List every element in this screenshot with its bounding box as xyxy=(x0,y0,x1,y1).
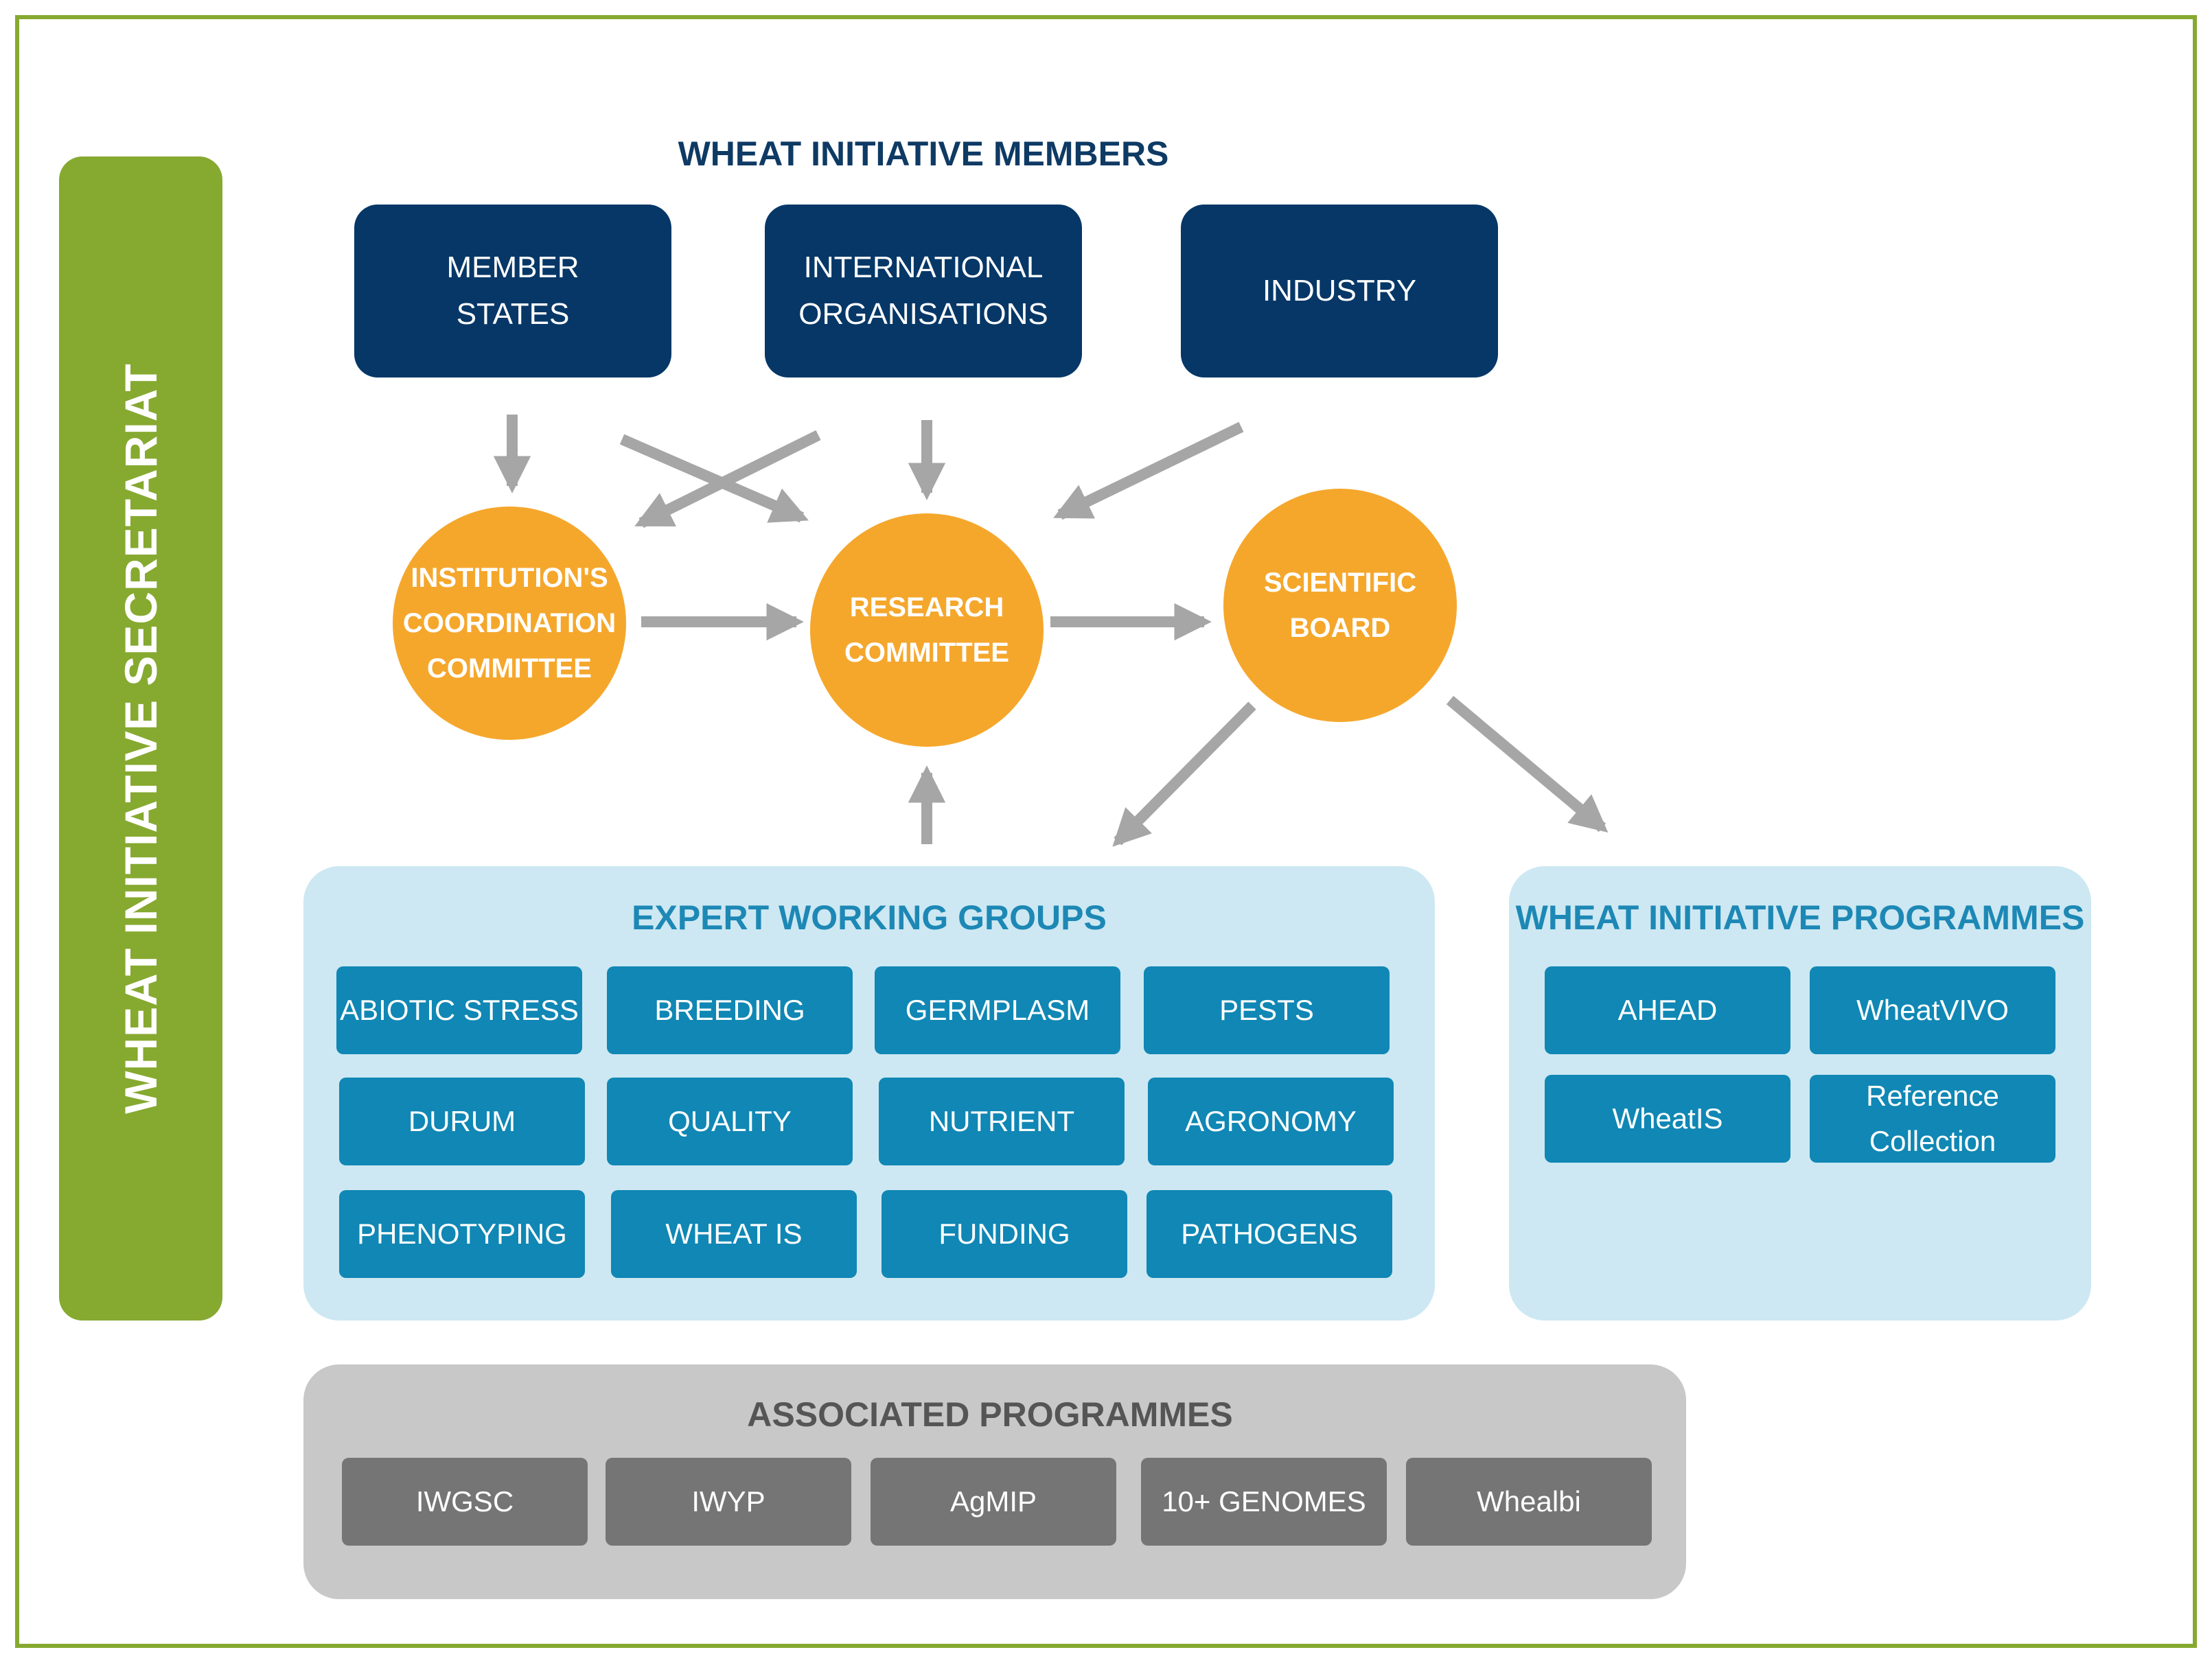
ewg-agronomy: AGRONOMY xyxy=(1148,1078,1394,1165)
programmes-title: WHEAT INITIATIVE PROGRAMMES xyxy=(1515,898,2085,937)
arrow-scientific-to-programmes xyxy=(1446,695,1609,833)
associated-programmes-title: ASSOCIATED PROGRAMMES xyxy=(747,1395,1233,1434)
programme-wheatvivo: WheatVIVO xyxy=(1810,966,2055,1054)
ewg-pests: PESTS xyxy=(1144,966,1390,1054)
members-title: WHEAT INITIATIVE MEMBERS xyxy=(678,135,1169,173)
ewg-quality: QUALITY xyxy=(607,1078,853,1165)
arrow-member-states-to-research xyxy=(619,434,809,523)
ewg-phenotyping: PHENOTYPING xyxy=(339,1190,585,1278)
associated-agmip: AgMIP xyxy=(871,1458,1116,1546)
international-organisations-box: INTERNATIONAL ORGANISATIONS xyxy=(765,205,1082,377)
ewg-durum: DURUM xyxy=(339,1078,585,1165)
secretariat-bar xyxy=(59,156,222,1321)
diagram-frame xyxy=(15,15,2197,1648)
ewg-breeding: BREEDING xyxy=(607,966,853,1054)
ewg-nutrient: NUTRIENT xyxy=(879,1078,1125,1165)
institution-coordination-committee: INSTITUTION'S COORDINATION COMMITTEE xyxy=(393,507,626,740)
associated-whealbi: Whealbi xyxy=(1406,1458,1652,1546)
scientific-board: SCIENTIFIC BOARD xyxy=(1223,489,1457,722)
ewg-abiotic-stress: ABIOTIC STRESS xyxy=(336,966,582,1054)
ewg-funding: FUNDING xyxy=(882,1190,1127,1278)
industry-box: INDUSTRY xyxy=(1181,205,1498,377)
research-committee: RESEARCH COMMITTEE xyxy=(810,513,1044,747)
associated-iwgsc: IWGSC xyxy=(342,1458,588,1546)
arrow-scientific-to-working-groups xyxy=(1112,701,1256,847)
ewg-pathogens: PATHOGENS xyxy=(1147,1190,1392,1278)
programme-reference-collection: Reference Collection xyxy=(1810,1075,2055,1163)
ewg-wheat-is: WHEAT IS xyxy=(611,1190,857,1278)
ewg-germplasm: GERMPLASM xyxy=(875,966,1120,1054)
programme-ahead: AHEAD xyxy=(1545,966,1790,1054)
associated-iwyp: IWYP xyxy=(606,1458,851,1546)
expert-working-groups-title: EXPERT WORKING GROUPS xyxy=(632,898,1107,937)
associated-10-genomes: 10+ GENOMES xyxy=(1141,1458,1387,1546)
programme-wheatis: WheatIS xyxy=(1545,1075,1790,1163)
member-states-box: MEMBER STATES xyxy=(354,205,671,377)
arrow-industry-to-research xyxy=(1053,421,1244,520)
arrow-international-to-institution xyxy=(634,430,821,528)
